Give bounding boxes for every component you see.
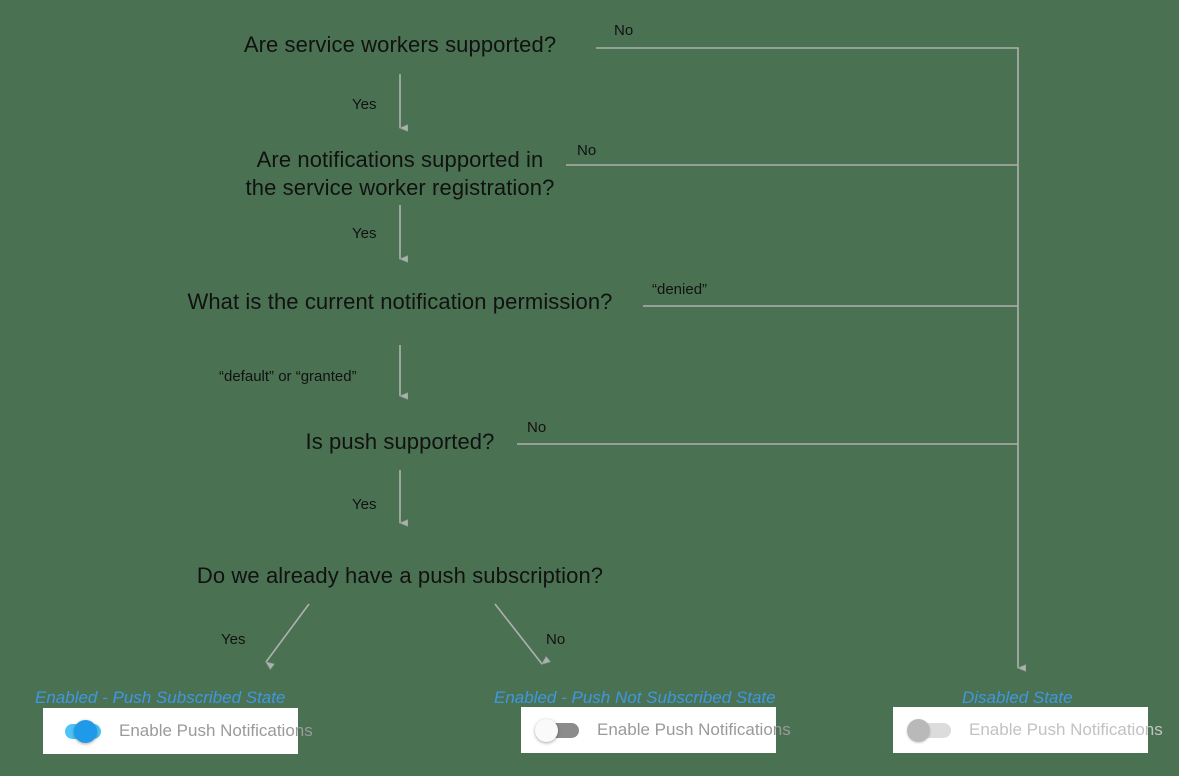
node-notifications-supported-line1: Are notifications supported in (256, 147, 544, 172)
edge-label-denied: “denied” (652, 281, 708, 298)
state-label-enabled-push-not-subscribed: Enabled - Push Not Subscribed State (494, 688, 776, 707)
edge-label-default-or-granted: “default” or “granted” (219, 368, 357, 385)
state-label-enabled-push-subscribed: Enabled - Push Subscribed State (35, 688, 286, 707)
push-toggle-switch-on[interactable] (57, 720, 103, 743)
node-service-workers-supported: Are service workers supported? (243, 32, 557, 57)
edge-label-yes-1: Yes (352, 96, 377, 113)
edge-label-no-2: No (577, 142, 597, 159)
toggle-label-enable-push-notifications: Enable Push Notifications (969, 720, 1163, 739)
toggle-card-disabled: Enable Push Notifications (893, 707, 1163, 753)
toggle-card-enabled-push-subscribed[interactable]: Enable Push Notifications (43, 708, 313, 754)
toggle-knob (907, 719, 930, 742)
edge-label-no-1: No (614, 22, 634, 39)
edge-yes-has-subscription (266, 603, 310, 662)
toggle-knob (535, 719, 558, 742)
edge-no-has-subscription (494, 603, 542, 664)
edge-no-to-disabled (596, 47, 1018, 668)
toggle-knob (74, 720, 97, 743)
push-toggle-switch-off[interactable] (535, 719, 581, 742)
node-current-notification-permission: What is the current notification permiss… (187, 289, 613, 314)
node-notifications-supported-line2: the service worker registration? (245, 175, 555, 200)
edge-label-yes-2: Yes (352, 225, 377, 242)
toggle-label-enable-push-notifications: Enable Push Notifications (119, 721, 313, 740)
state-label-disabled: Disabled State (962, 688, 1073, 707)
toggle-card-enabled-push-not-subscribed[interactable]: Enable Push Notifications (521, 707, 791, 753)
edge-label-yes-4: Yes (221, 631, 246, 648)
toggle-label-enable-push-notifications: Enable Push Notifications (597, 720, 791, 739)
node-push-supported: Is push supported? (305, 429, 495, 454)
node-have-push-subscription: Do we already have a push subscription? (196, 563, 604, 588)
push-toggle-switch-disabled (907, 719, 953, 742)
edge-label-yes-3: Yes (352, 496, 377, 513)
edge-label-no-3: No (527, 419, 547, 436)
edge-label-no-4: No (546, 631, 566, 648)
